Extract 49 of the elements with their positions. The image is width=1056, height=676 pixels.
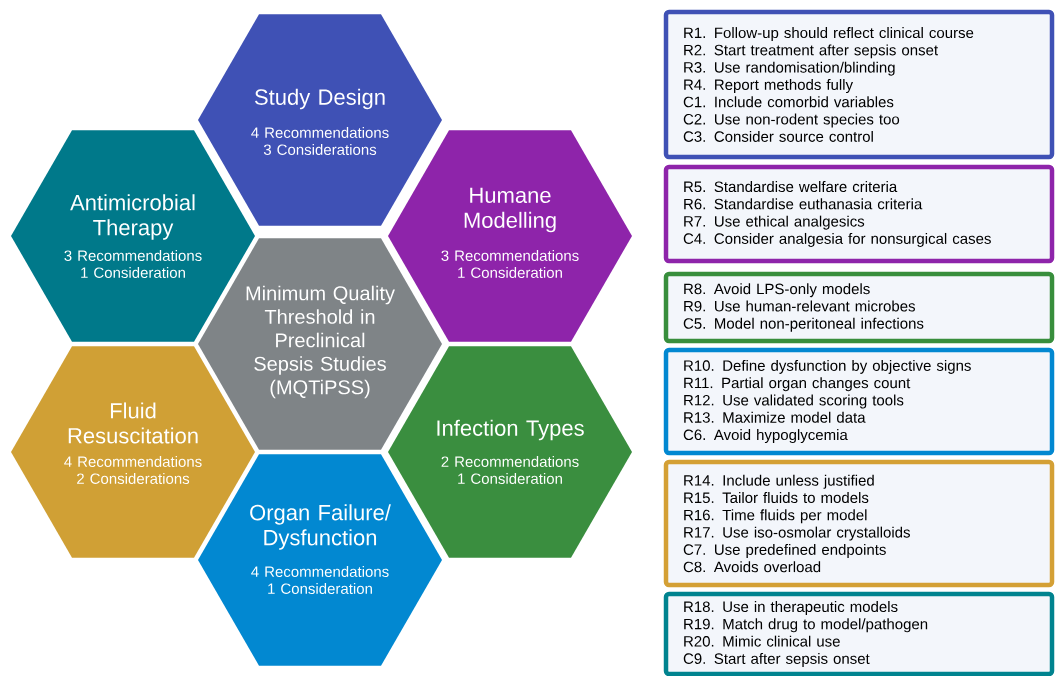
list-item: R15. Tailor fluids to models xyxy=(684,492,869,504)
list-item: R12. Use validated scoring tools xyxy=(684,394,904,409)
list-item: R13. Maximize model data xyxy=(684,411,866,423)
count-text: 2 Recommendations 1 Consideration xyxy=(441,456,579,484)
count-text: 4 Recommendations 1 Consideration xyxy=(251,566,389,594)
list-item: R11. Partial organ changes count xyxy=(684,377,911,392)
list-item: R18. Use in therapeutic models xyxy=(684,601,898,616)
list-box xyxy=(663,459,1055,588)
list-item: R6. Standardise euthanasia criteria xyxy=(684,198,923,210)
list-item: C8. Avoids overload xyxy=(683,561,821,573)
count-text: 4 Recommendations 3 Considerations xyxy=(251,127,389,155)
list-item: C1. Include comorbid variables xyxy=(683,96,894,108)
list-item: R14. Include unless justified xyxy=(684,474,874,489)
list-item: R7. Use ethical analgesics xyxy=(684,215,865,230)
list-item: R8. Avoid LPS-only models xyxy=(684,283,870,298)
list-item: R5. Standardise welfare criteria xyxy=(684,181,898,193)
hexagon-title: Fluid Resuscitation xyxy=(68,402,198,444)
list-item: R17. Use iso-osmolar crystalloids xyxy=(684,526,910,541)
list-item: R10. Define dysfunction by objective signs xyxy=(684,359,971,374)
hexagon-title: Humane Modelling xyxy=(464,187,556,233)
hexagon-title: Minimum Quality Threshold in Preclinical Sepsis Studies (MQTiPSS) xyxy=(246,285,395,399)
list-box xyxy=(663,9,1055,160)
list-box xyxy=(663,591,1055,676)
count-text: 4 Recommendations 2 Considerations xyxy=(64,456,202,484)
list-item: R20. Mimic clinical use xyxy=(684,635,840,647)
list-item: C2. Use non-rodent species too xyxy=(683,113,900,128)
list-box xyxy=(663,164,1055,264)
list-item: C7. Use predefined endpoints xyxy=(683,543,886,558)
list-item: R9. Use human-relevant microbes xyxy=(684,300,915,312)
list-box xyxy=(663,347,1055,456)
hexagon xyxy=(198,14,442,226)
hexagon-title: Infection Types xyxy=(437,419,584,441)
count-text: 3 Recommendations 1 Consideration xyxy=(441,250,579,278)
list-item: C6. Avoid hypoglycemia xyxy=(683,429,848,444)
list-box xyxy=(663,271,1055,344)
hexagon-title: Organ Failure/ Dysfunction xyxy=(250,504,391,550)
count-text: 3 Recommendations 1 Consideration xyxy=(64,250,202,278)
list-item: R2. Start treatment after sepsis onset xyxy=(684,44,938,59)
list-item: R4. Report methods fully xyxy=(684,79,853,93)
list-item: C9. Start after sepsis onset xyxy=(683,652,870,667)
hexagon-title: Study Design xyxy=(255,88,385,110)
list-item: R3. Use randomisation/blinding xyxy=(684,61,895,76)
list-item: C4. Consider analgesia for nonsurgical cases xyxy=(683,232,991,247)
list-item: R1. Follow-up should reflect clinical course xyxy=(684,27,974,42)
hexagon-title: Antimicrobial Therapy xyxy=(70,194,195,240)
list-item: R16. Time fluids per model xyxy=(684,509,867,524)
list-item: R19. Match drug to model/pathogen xyxy=(684,618,928,633)
list-item: C5. Model non-peritoneal infections xyxy=(683,317,924,332)
list-item: C3. Consider source control xyxy=(683,130,873,142)
